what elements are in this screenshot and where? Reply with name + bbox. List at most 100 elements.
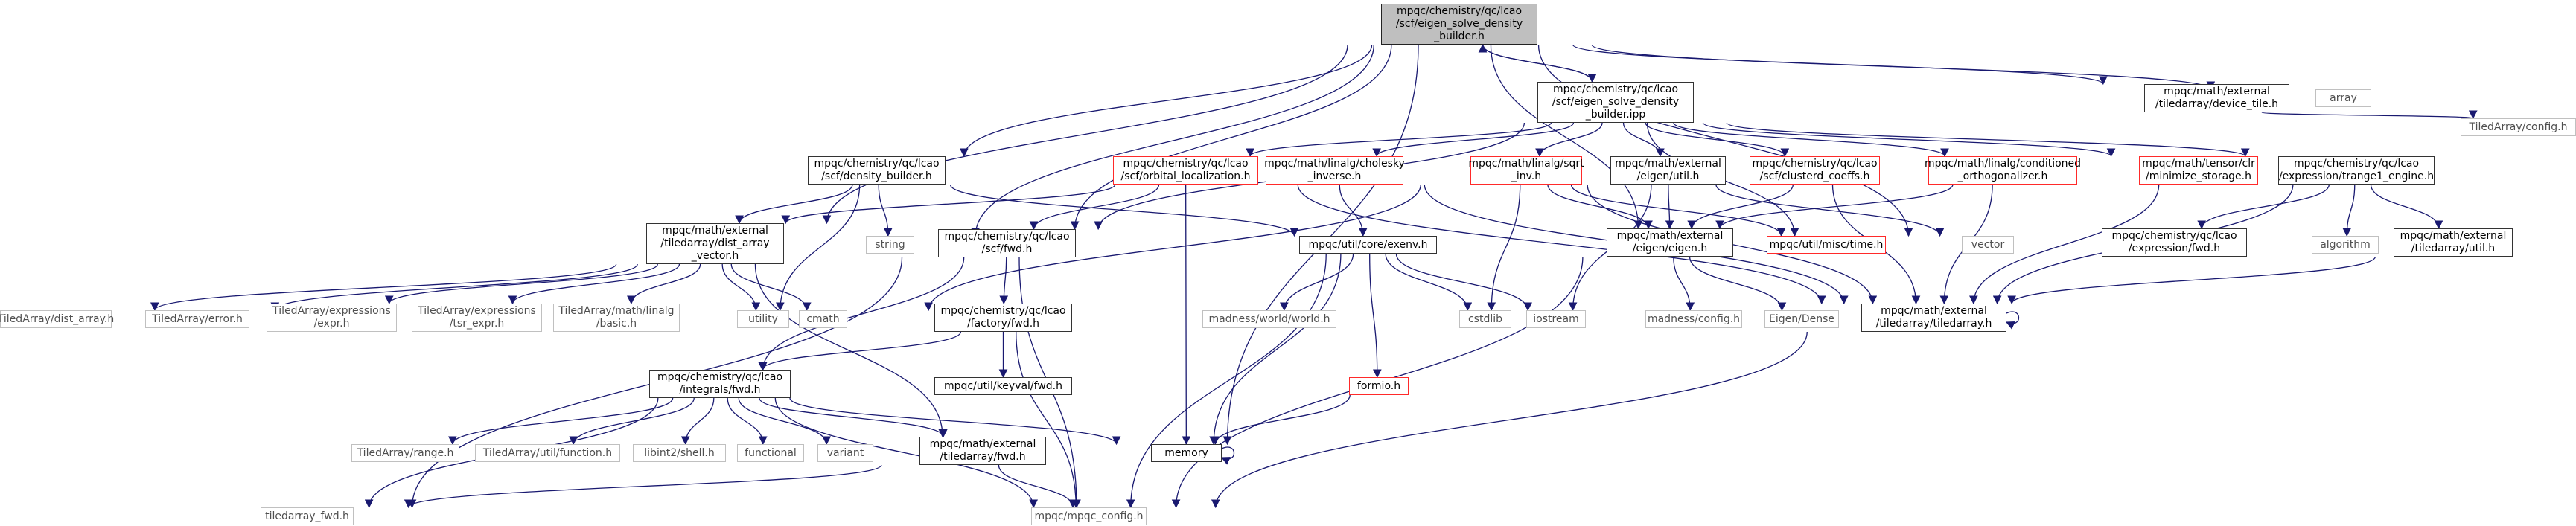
node-madness-config: madness/config.h	[1645, 310, 1742, 328]
edge-eigen-h-to-eigen-dense	[1689, 256, 1787, 312]
edge-dist-array-to-ta-ext-fwd	[754, 263, 947, 438]
node-ta-util[interactable]: mpqc/math/external /tiledarray/util.h	[2394, 228, 2513, 257]
node-clr[interactable]: mpqc/math/tensor/clr /minimize_storage.h	[2139, 156, 2258, 185]
node-sqrt-inv[interactable]: mpqc/math/linalg/sqrt _inv.h	[1468, 156, 1584, 185]
node-tiledarray-fwd: tiledarray_fwd.h	[261, 507, 354, 525]
edge-integrals-fwd-to-ta-function	[569, 397, 695, 446]
node-ta-function: TiledArray/util/function.h	[475, 444, 620, 462]
node-memory[interactable]: memory	[1151, 444, 1222, 462]
node-clustered[interactable]: mpqc/chemistry/qc/lcao /scf/clusterd_coe…	[1750, 156, 1880, 185]
node-cholesky[interactable]: mpqc/math/linalg/cholesky _inverse.h	[1264, 156, 1405, 185]
node-exenv[interactable]: mpqc/util/core/exenv.h	[1299, 236, 1437, 254]
edge-density-builder-to-dist-array	[735, 184, 853, 225]
edge-ipp-to-cholesky	[1372, 122, 1575, 158]
edge-root-to-density-builder	[960, 44, 1373, 158]
node-device-tile[interactable]: mpqc/math/external /tiledarray/device_ti…	[2144, 84, 2289, 112]
edge-ipp-to-orbital-loc	[1246, 122, 1552, 158]
edge-trange1-to-algorithm	[2342, 184, 2356, 237]
edge-ta-ext-fwd-to-mpqc-config	[998, 464, 1077, 509]
node-eigen-dense: Eigen/Dense	[1764, 310, 1839, 328]
edge-ipp-to-clustered	[1645, 122, 1790, 158]
node-array: array	[2315, 89, 2371, 107]
node-eigen-util[interactable]: mpqc/math/external /eigen/util.h	[1610, 156, 1726, 185]
node-scf-fwd[interactable]: mpqc/chemistry/qc/lcao /scf/fwd.h	[938, 229, 1076, 257]
node-ipp[interactable]: mpqc/chemistry/qc/lcao /scf/eigen_solve_…	[1537, 82, 1694, 123]
edge-dist-array-to-ta-tsr-expr	[508, 263, 680, 305]
node-madness-world: madness/world/world.h	[1202, 310, 1336, 328]
node-iostream: iostream	[1526, 310, 1586, 328]
node-trange1[interactable]: mpqc/chemistry/qc/lcao /expression/trang…	[2278, 156, 2435, 185]
edge-factory-fwd-to-mpqc-config	[1016, 331, 1081, 509]
edge-root-to-eigen-h	[1490, 44, 1643, 230]
node-variant: variant	[817, 444, 873, 462]
edge-clustered-to-eigen-h	[1687, 184, 1794, 230]
edge-integrals-fwd-to-memory	[789, 397, 1121, 446]
node-keyval-fwd[interactable]: mpqc/util/keyval/fwd.h	[934, 377, 1072, 395]
edge-ta-ext-fwd-to-tiledarray-fwd	[404, 464, 882, 509]
edge-trange1-to-expr-fwd	[2197, 184, 2330, 230]
edge-root-to-string	[971, 44, 1374, 237]
edge-integrals-fwd-to-ta-range	[448, 397, 674, 446]
edge-factory-fwd-to-integrals-fwd	[758, 331, 962, 371]
edge-root-to-array	[1591, 44, 2215, 91]
node-ta-dist-array: TiledArray/dist_array.h	[0, 310, 114, 328]
node-dist-array[interactable]: mpqc/math/external /tiledarray/dist_arra…	[646, 223, 784, 264]
node-ta-expr: TiledArray/expressions /expr.h	[267, 304, 397, 332]
edge-ipp-to-sqrt-inv	[1535, 122, 1603, 158]
node-libint: libint2/shell.h	[633, 444, 726, 462]
edge-eigen-util-to-vector	[1715, 184, 1945, 237]
node-ta-ext-fwd[interactable]: mpqc/math/external /tiledarray/fwd.h	[919, 437, 1046, 465]
edge-ta-util-to-tiledarray-h	[2007, 256, 2376, 305]
edge-tiledarray-h-to-tiledarray-h	[2005, 311, 2019, 330]
edge-sqrt-inv-to-cmath	[924, 184, 1421, 312]
edge-dist-array-to-ta-dist-array	[150, 263, 617, 312]
edge-root-to-dist-array	[822, 44, 1348, 225]
node-root[interactable]: mpqc/chemistry/qc/lcao /scf/eigen_solve_…	[1381, 4, 1537, 45]
edge-sqrt-inv-to-eigen-h	[1547, 184, 1653, 230]
node-utility: utility	[737, 310, 789, 328]
node-tiledarray-h[interactable]: mpqc/math/external /tiledarray/tiledarra…	[1861, 304, 2006, 332]
edge-integrals-fwd-to-libint	[680, 397, 715, 446]
node-cmath: cmath	[799, 310, 847, 328]
edge-device-tile-to-ta-config	[2261, 110, 2477, 120]
node-cond-ortho[interactable]: mpqc/math/linalg/conditioned _orthogonal…	[1925, 156, 2081, 185]
edge-root-to-scf-fwd	[1070, 44, 1392, 231]
edge-orbital-loc-to-dist-array	[781, 184, 1116, 225]
node-orbital-loc[interactable]: mpqc/chemistry/qc/lcao /scf/orbital_loca…	[1113, 156, 1258, 185]
edge-orbital-loc-to-tiledarray-h	[1297, 184, 1826, 305]
node-algorithm: algorithm	[2312, 236, 2379, 254]
edge-dist-array-to-ta-expr	[385, 263, 658, 305]
node-integrals-fwd[interactable]: mpqc/chemistry/qc/lcao /integrals/fwd.h	[649, 370, 791, 398]
node-mpqc-config: mpqc/mpqc_config.h	[1031, 507, 1147, 525]
node-ta-basic: TiledArray/math/linalg /basic.h	[553, 304, 680, 332]
node-vector: vector	[1962, 236, 2014, 254]
node-density-builder[interactable]: mpqc/chemistry/qc/lcao /scf/density_buil…	[808, 156, 946, 185]
edge-exenv-to-mpqc-config	[1126, 253, 1327, 509]
edge-tiledarray-h-to-mpqc-config	[1211, 331, 1808, 509]
edge-ipp-to-eigen-util	[1622, 122, 1665, 158]
node-expr-fwd[interactable]: mpqc/chemistry/qc/lcao /expression/fwd.h	[2102, 228, 2247, 257]
edge-integrals-fwd-to-functional	[727, 397, 768, 446]
edge-density-builder-to-utility	[776, 184, 861, 312]
edge-memory-to-memory	[1220, 446, 1234, 465]
node-formio[interactable]: formio.h	[1349, 377, 1409, 395]
node-misc-time[interactable]: mpqc/util/misc/time.h	[1767, 236, 1886, 254]
edge-integrals-fwd-to-ta-ext-fwd	[759, 397, 948, 438]
node-eigen-h[interactable]: mpqc/math/external /eigen/eigen.h	[1607, 228, 1733, 257]
edge-sqrt-inv-to-misc-time	[1570, 184, 1786, 237]
node-string: string	[866, 236, 914, 254]
edge-exenv-to-formio	[1369, 253, 1382, 379]
edge-exenv-to-iostream	[1395, 253, 1532, 312]
edge-sqrt-inv-to-cstdlib	[1487, 184, 1521, 312]
edge-scf-fwd-to-factory-fwd	[999, 257, 1009, 305]
edge-integrals-fwd-to-mpqc-config	[774, 397, 1038, 509]
edge-ipp-to-clr	[1702, 122, 2116, 158]
edge-dist-array-to-cmath	[730, 263, 812, 312]
node-factory-fwd[interactable]: mpqc/chemistry/qc/lcao /factory/fwd.h	[934, 304, 1072, 332]
edge-orbital-loc-to-scf-fwd	[1029, 184, 1160, 231]
edge-dist-array-to-utility	[721, 263, 761, 312]
edge-ipp-to-trange1	[1726, 122, 2250, 158]
edge-integrals-fwd-to-variant	[738, 397, 832, 446]
edge-exenv-to-cstdlib	[1385, 253, 1473, 312]
